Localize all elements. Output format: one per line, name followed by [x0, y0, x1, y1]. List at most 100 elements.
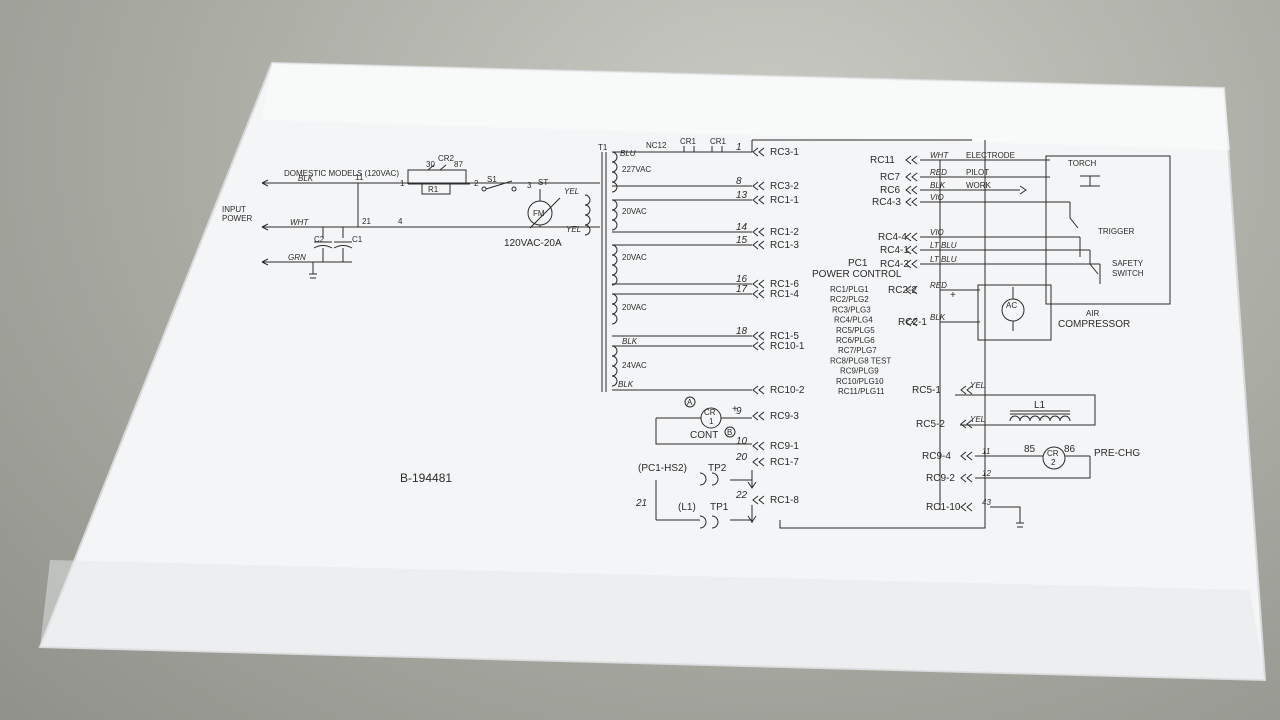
v20a-label: 20VAC — [622, 207, 647, 216]
mid-connector-chevron — [752, 331, 765, 341]
fm-label: FM — [533, 209, 545, 218]
coil-20-b — [611, 244, 618, 286]
mid-connector-chevron — [752, 227, 765, 237]
safety-label-2: SWITCH — [1112, 269, 1144, 278]
cr2-contact-label: CR2 — [438, 154, 455, 163]
ground-left — [309, 248, 344, 279]
right-wire-label: RED — [930, 168, 947, 177]
right-connector-label: RC4-1 — [880, 245, 909, 256]
coil-20-a — [611, 199, 618, 231]
pc1-plug: RC3/PLG3 — [832, 305, 871, 314]
coil-24 — [611, 345, 618, 387]
mid-connector-chevron — [752, 147, 765, 157]
node-30: 30 — [426, 160, 435, 169]
mid-connector-label: RC1-4 — [770, 289, 799, 300]
right-wire-label: YEL — [970, 381, 985, 390]
compressor-box — [977, 284, 1052, 341]
c2-label: C2 — [314, 235, 325, 244]
resistor-r1 — [421, 183, 451, 195]
right-wire-label: BLK — [930, 181, 946, 190]
voltage-label: 120VAC-20A — [504, 238, 562, 249]
torch-box — [1045, 155, 1171, 305]
mid-connector-chevron — [752, 341, 765, 351]
switch-s1 — [485, 180, 513, 190]
cr2-loop — [975, 455, 1091, 479]
mid-wire-number: 22 — [735, 490, 748, 501]
right-connector-chevron — [960, 451, 973, 461]
left-circuit-labels: DOMESTIC MODELS (120VAC) INPUT POWER BLK… — [222, 154, 581, 262]
pin-85: 85 — [1024, 444, 1036, 455]
node-21: 21 — [362, 217, 371, 226]
mid-connector-label: RC1-5 — [770, 331, 799, 342]
blu-label: BLU — [620, 149, 636, 158]
mid-wire-number: 15 — [736, 235, 748, 246]
right-connector-chevron — [960, 419, 973, 429]
mid-connector-label: RC1-2 — [770, 227, 799, 238]
node-11: 11 — [355, 173, 364, 182]
right-connector-chevron — [905, 185, 918, 195]
cr1-coil-label: CR — [704, 408, 716, 417]
pc1-block: PC1 POWER CONTROL — [812, 258, 902, 280]
safety-label-1: SAFETY — [1112, 259, 1144, 268]
drawing-number: B-194481 — [400, 471, 452, 485]
wiring — [261, 139, 1171, 529]
mid-wire-number: 18 — [736, 326, 748, 337]
pc1-plug: RC4/PLG4 — [834, 316, 873, 325]
mid-wire-number: 8 — [736, 176, 742, 187]
right-connector-chevron — [905, 285, 918, 295]
cr2-coil-label: CR — [1047, 449, 1059, 458]
pc1-plug: RC9/PLG9 — [840, 367, 879, 376]
cr2-contact — [407, 164, 470, 185]
fan-lines — [529, 189, 561, 229]
right-wire-label: 11 — [982, 447, 990, 456]
right-connector-chevron — [960, 502, 973, 512]
torch-switches — [1069, 202, 1101, 284]
air-label-1: AIR — [1086, 309, 1100, 318]
mid-connector-chevron — [752, 385, 765, 395]
node-87: 87 — [454, 160, 463, 169]
mid-wire-number: 17 — [736, 284, 748, 295]
blk-2: BLK — [618, 380, 634, 389]
right-connector-label: RC4-3 — [872, 197, 901, 208]
right-connector-chevron — [905, 245, 918, 255]
mid-wire-number: 16 — [736, 274, 748, 285]
primary-coil — [584, 194, 591, 236]
right-function-label: PILOT — [966, 168, 989, 177]
lower-left-labels: CR 1 A B + CONT (PC1-HS2) TP2 (L1) TP1 2… — [635, 396, 738, 513]
right-connector-label: RC6 — [880, 185, 900, 196]
tp-arrows — [747, 481, 757, 523]
switch-s1-b — [511, 186, 517, 192]
ground-right — [990, 506, 1024, 528]
right-function-label: WORK — [966, 181, 992, 190]
right-wire-label: LT BLU — [930, 255, 957, 264]
pc1-plug: RC10/PLG10 — [836, 377, 884, 386]
input-arrows — [261, 179, 269, 266]
right-wire-label: YEL — [970, 415, 985, 424]
cr1-contacts — [683, 146, 723, 152]
pc1-plug-list: RC1/PLG1RC2/PLG2RC3/PLG3RC4/PLG4RC5/PLG5… — [830, 285, 891, 396]
inductor-l1 — [1009, 410, 1071, 422]
trigger-label: TRIGGER — [1098, 227, 1135, 236]
pc1-plug: RC6/PLG6 — [836, 336, 875, 345]
work-arrow — [1019, 185, 1027, 195]
v20b-label: 20VAC — [622, 253, 647, 262]
mid-wire-number: 10 — [736, 436, 748, 447]
coil-20-c — [611, 293, 618, 325]
pc1-plug: RC7/PLG7 — [838, 346, 877, 355]
mid-connector-chevron — [752, 495, 765, 505]
mid-connector-chevron — [752, 279, 765, 289]
right-wire-label: RED — [930, 281, 947, 290]
input-label-1: INPUT — [222, 205, 246, 214]
mid-connector-label: RC3-2 — [770, 181, 799, 192]
pc1-plug: RC2/PLG2 — [830, 295, 869, 304]
mid-connector-chevron — [752, 457, 765, 467]
node-4: 4 — [398, 217, 403, 226]
right-connector-chevron — [905, 259, 918, 269]
node-2: 2 — [474, 179, 479, 188]
mid-wire-number: 1 — [736, 142, 742, 153]
mid-connector-label: RC1-7 — [770, 457, 799, 468]
right-wire-label: 43 — [982, 498, 991, 507]
c1-label: C1 — [352, 235, 363, 244]
s1-label: S1 — [487, 175, 497, 184]
